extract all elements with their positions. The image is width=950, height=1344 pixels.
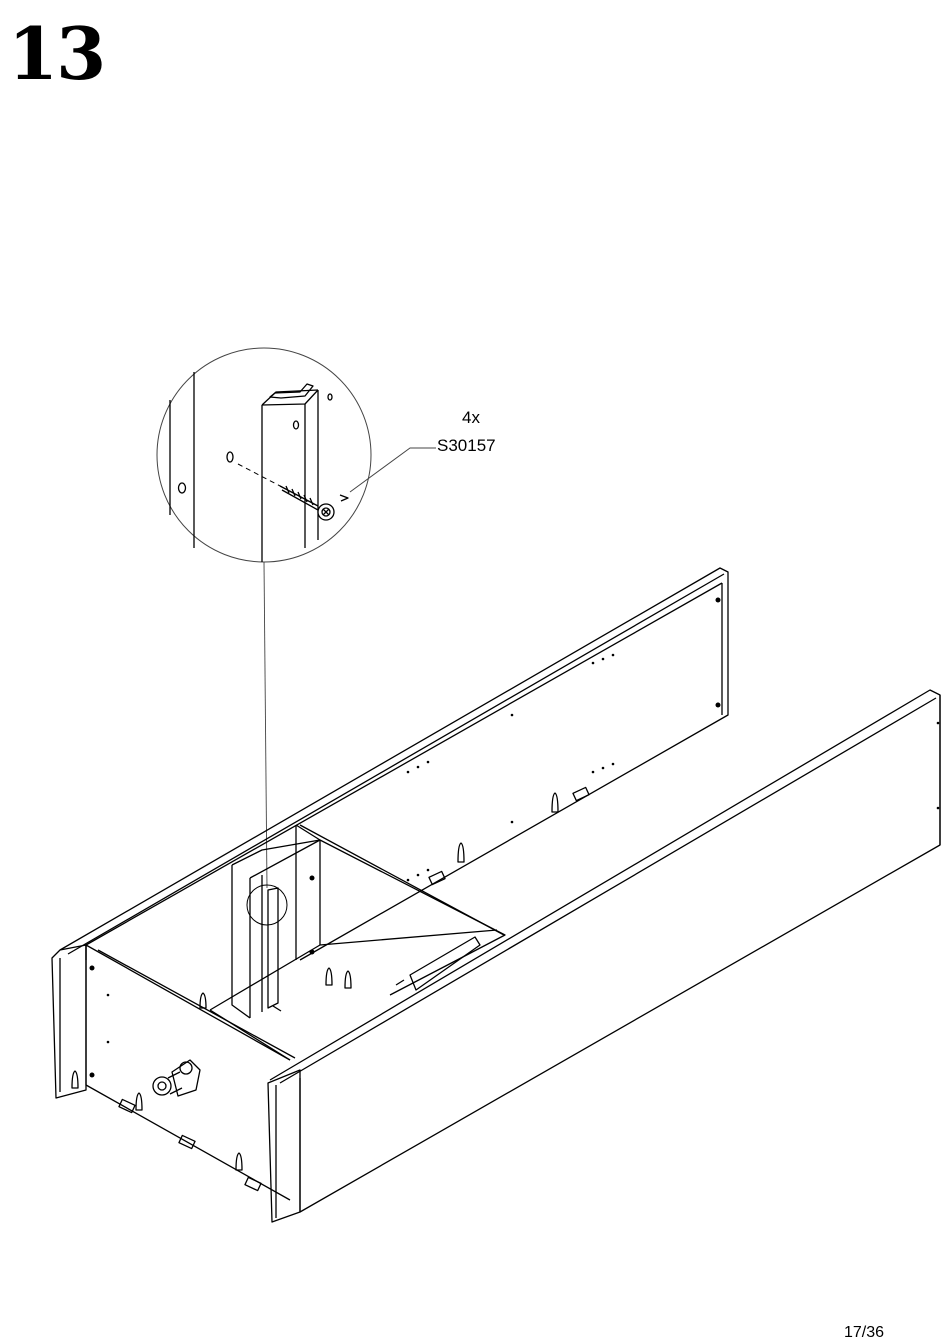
right-end-panel	[268, 1070, 300, 1222]
interior-divider	[210, 825, 505, 1060]
back-panel	[60, 568, 728, 960]
connector-plates	[119, 787, 589, 1190]
screw-icon	[280, 486, 334, 520]
vertical-batten	[232, 840, 320, 1018]
cam-locks	[72, 793, 558, 1170]
pre-inserted-screws	[273, 980, 404, 1011]
leveling-foot	[153, 1060, 200, 1096]
front-panel	[270, 690, 940, 1212]
detail-magnifier-circle	[157, 348, 371, 562]
left-end-panel	[52, 945, 295, 1200]
